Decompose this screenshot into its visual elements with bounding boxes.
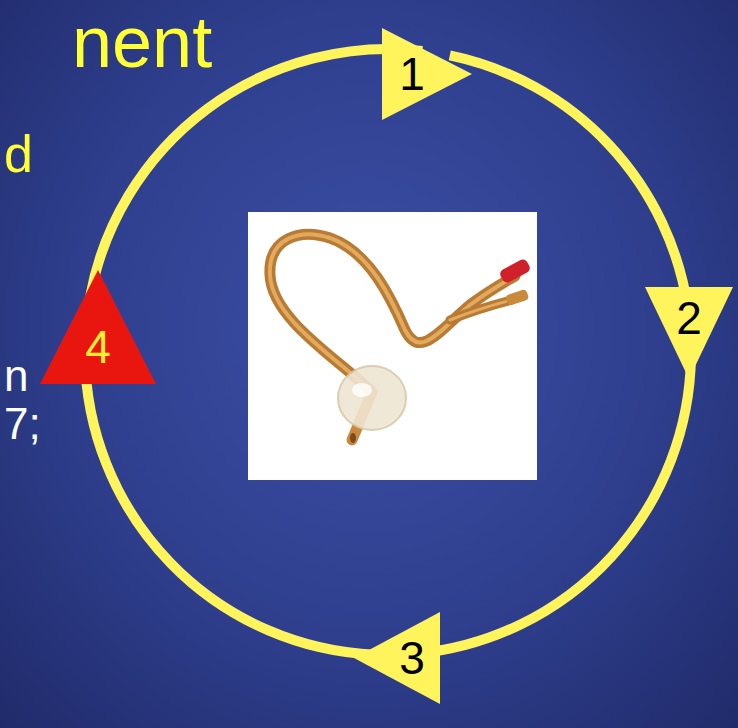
cycle-arc <box>90 49 423 298</box>
photo-frame <box>248 212 537 480</box>
slide-title: nent <box>72 6 212 78</box>
cut-text: d <box>4 128 33 180</box>
step-number: 3 <box>399 635 425 681</box>
triangle-shape <box>354 612 440 704</box>
step-number: 2 <box>676 295 702 341</box>
step-number: 4 <box>85 324 111 370</box>
step-number: 1 <box>399 51 425 97</box>
cut-text: n <box>4 354 28 398</box>
triangle-shape <box>382 28 472 120</box>
triangle-fill <box>354 612 440 704</box>
triangle-fill <box>382 28 472 120</box>
red-valve-cap <box>498 258 531 284</box>
arrowhead-triangle: 3 <box>354 612 440 704</box>
triangle-fill <box>645 287 733 379</box>
cycle-arc <box>85 356 375 655</box>
foley-catheter <box>270 234 515 440</box>
arrowhead-triangle: 4 <box>40 270 156 384</box>
drain-eye <box>350 433 356 443</box>
triangle-fill <box>40 270 156 384</box>
arrowhead-triangle: 2 <box>645 287 733 379</box>
arrowhead-triangle: 1 <box>382 28 472 120</box>
cycle-arc <box>450 55 688 309</box>
catheter-balloon <box>338 366 406 430</box>
balloon-highlight <box>352 383 372 397</box>
cut-text: 7; <box>4 402 41 446</box>
cycle-arc <box>419 357 691 654</box>
inflation-port <box>505 289 529 306</box>
